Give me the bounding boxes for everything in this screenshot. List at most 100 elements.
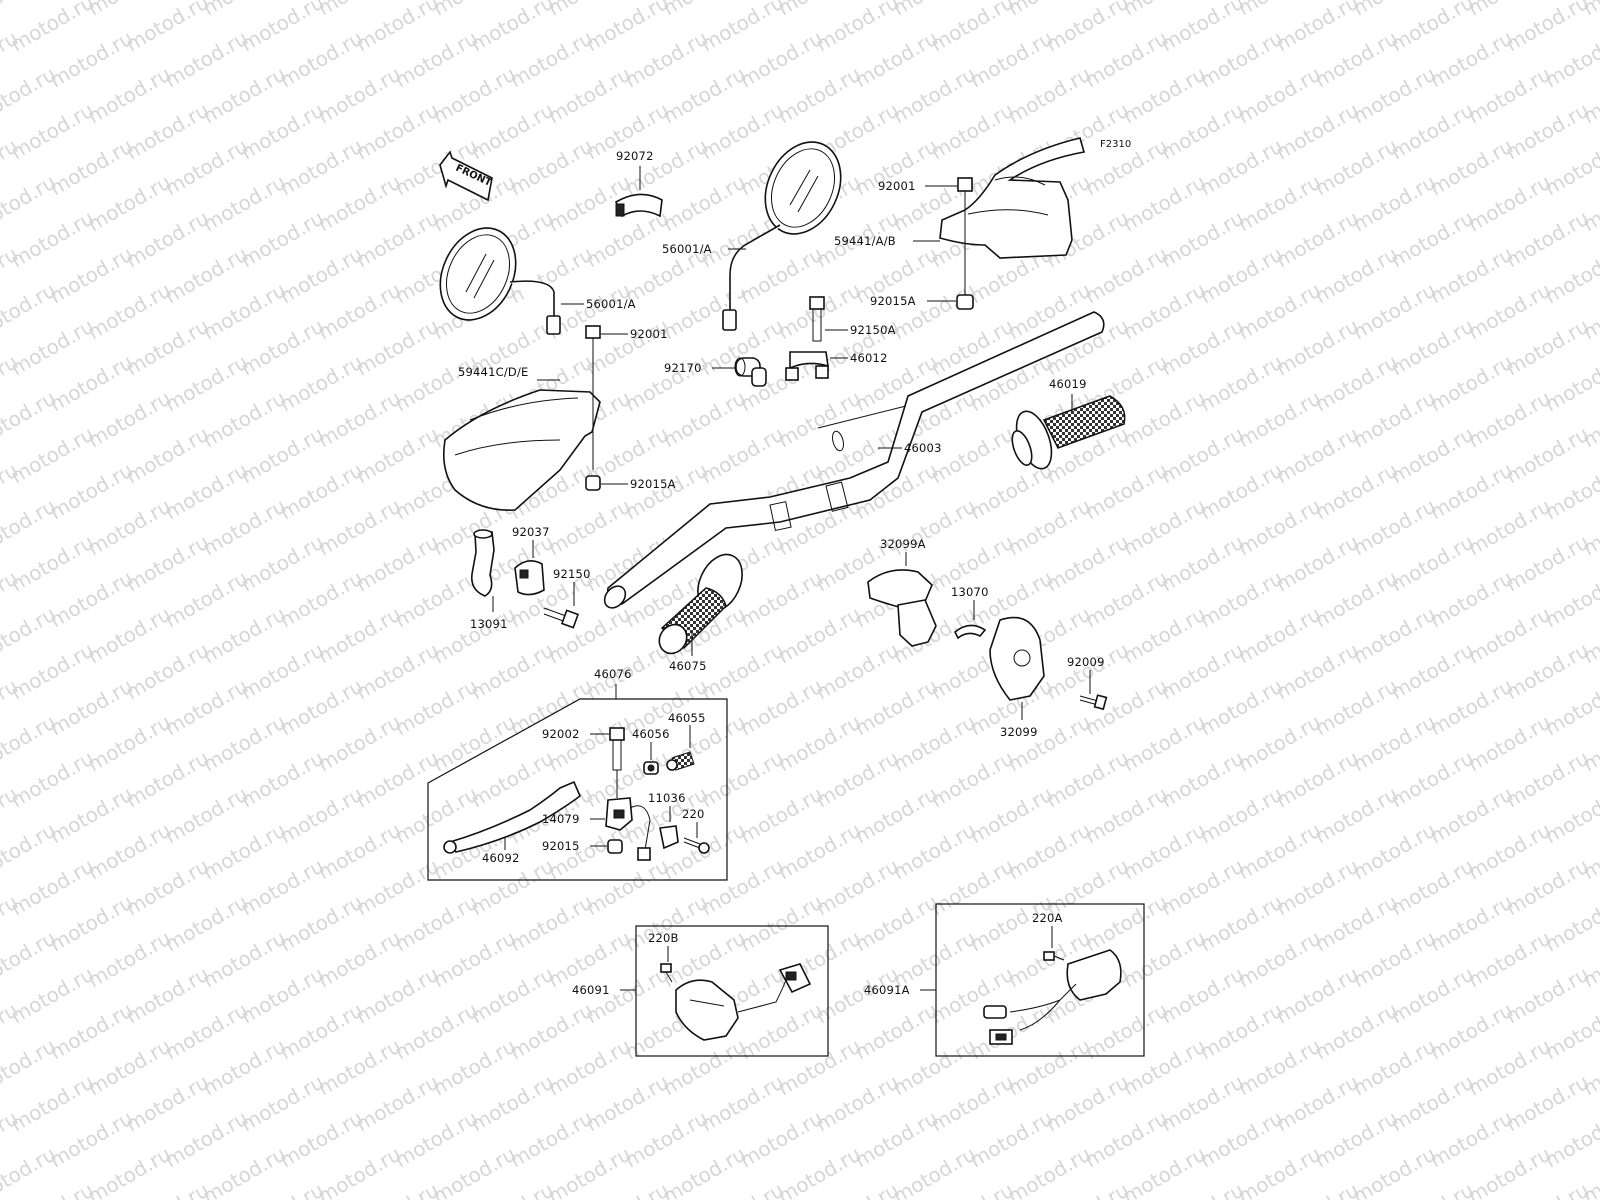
label-92037: 92037: [512, 525, 550, 539]
left-handguard: [442, 360, 601, 511]
left-nut-92015a: [585, 475, 601, 491]
label-46091: 46091: [572, 983, 610, 997]
adjuster-46055: [666, 751, 695, 771]
label-32099a: 32099A: [880, 537, 926, 551]
label-14079: 14079: [542, 812, 580, 826]
watermark-text: motod.ru: [697, 0, 788, 56]
label-46076: 46076: [594, 667, 632, 681]
screw-220: [683, 837, 710, 854]
label-46056: 46056: [632, 727, 670, 741]
clamp-13091: [470, 529, 495, 597]
label-46075: 46075: [669, 659, 707, 673]
label-92072: 92072: [616, 149, 654, 163]
watermark-text: motod.ru: [314, 1142, 405, 1200]
label-220a: 220A: [1032, 911, 1063, 925]
watermark-text: motod.ru: [122, 0, 213, 56]
lever-46092: [443, 780, 581, 854]
label-46003: 46003: [904, 441, 942, 455]
watermark-text: motod.ru: [1272, 0, 1363, 56]
switch-housing-46091a: [983, 949, 1122, 1045]
watermark-text: motod.ru: [774, 1142, 865, 1200]
label-13070: 13070: [951, 585, 989, 599]
watermark-text: motod.ru: [237, 0, 328, 56]
label-56001a-right: 56001/A: [662, 242, 712, 256]
watermark-text: motod.ru: [1387, 0, 1478, 56]
clamp-92037: [514, 560, 545, 596]
label-56001a-left: 56001/A: [586, 297, 636, 311]
label-46012: 46012: [850, 351, 888, 365]
screw-220a: [1043, 951, 1065, 961]
watermark-text: motod.ru: [352, 0, 443, 56]
label-92009: 92009: [1067, 655, 1105, 669]
label-46055: 46055: [668, 711, 706, 725]
watermark-text: motod.ru: [1349, 1142, 1440, 1200]
nut-92015: [607, 839, 623, 854]
label-92015a-left: 92015A: [630, 477, 676, 491]
watermark-text: motod.ru: [659, 1142, 750, 1200]
watermark-text: motod.ru: [467, 0, 558, 56]
watermark-text: motod.ru: [7, 0, 98, 56]
label-92150: 92150: [553, 567, 591, 581]
watermark-text: motod.ru: [84, 1142, 175, 1200]
watermark-text: motod.ru: [544, 1142, 635, 1200]
label-59441cde: 59441C/D/E: [458, 365, 528, 379]
label-220: 220: [682, 807, 705, 821]
label-13091: 13091: [470, 617, 508, 631]
right-nut-92015a: [956, 294, 974, 310]
watermark-text: motod.ru: [1502, 0, 1593, 56]
right-mirror: [722, 141, 842, 331]
watermark-text: motod.ru: [927, 0, 1018, 56]
assembly-box-46076: [427, 698, 728, 881]
label-220b: 220B: [648, 931, 679, 945]
switch-housing-46091: [675, 963, 812, 1041]
watermark-text: motod.ru: [1004, 1142, 1095, 1200]
label-92170: 92170: [664, 361, 702, 375]
label-92001-left: 92001: [630, 327, 668, 341]
left-mirror: [439, 227, 561, 335]
left-bolt-92001: [585, 325, 601, 360]
watermark-text: motod.ru: [1119, 1142, 1210, 1200]
watermark-text: motod.ru: [429, 1142, 520, 1200]
holder-46012: [785, 351, 829, 381]
left-grip-46075: [658, 553, 743, 655]
watermark-text: motod.ru: [812, 0, 903, 56]
cable-piece-13070: [953, 624, 987, 640]
assembly-box-46091: [635, 925, 829, 1057]
diagram-code: F2310: [1100, 139, 1131, 150]
bolt-92150: [543, 607, 580, 629]
handlebar-46003: [603, 311, 1105, 609]
watermark-text: motod.ru: [582, 0, 673, 56]
watermark-text: motod.ru: [1464, 1142, 1555, 1200]
assembly-box-46091a: [935, 903, 1145, 1057]
watermark-text: motod.ru: [0, 1142, 60, 1200]
label-92015: 92015: [542, 839, 580, 853]
label-92002: 92002: [542, 727, 580, 741]
label-59441ab: 59441/A/B: [834, 234, 896, 248]
switch-11036: [629, 805, 679, 861]
bolt-92150a: [809, 296, 825, 342]
label-92001-right: 92001: [878, 179, 916, 193]
right-grip-46019: [1011, 395, 1126, 470]
label-92015a-right: 92015A: [870, 294, 916, 308]
washer-46056: [643, 761, 659, 775]
watermark-text: motod.ru: [889, 1142, 980, 1200]
right-bolt-92001: [957, 177, 973, 200]
label-46092: 46092: [482, 851, 520, 865]
collar-92170: [734, 357, 767, 387]
label-92150a: 92150A: [850, 323, 896, 337]
screw-92009: [1079, 694, 1108, 711]
label-32099: 32099: [1000, 725, 1038, 739]
label-46091a: 46091A: [864, 983, 910, 997]
label-46019: 46019: [1049, 377, 1087, 391]
watermark-text: motod.ru: [1157, 0, 1248, 56]
right-handguard: [939, 137, 1086, 300]
clamp-92072: [614, 193, 663, 218]
throttle-housing-32099a: [867, 569, 937, 647]
watermark-text: motod.ru: [199, 1142, 290, 1200]
throttle-cover-32099: [989, 616, 1045, 701]
screw-220b: [660, 963, 673, 983]
label-11036: 11036: [648, 791, 686, 805]
watermark-text: motod.ru: [1042, 0, 1133, 56]
holder-14079: [605, 770, 633, 831]
